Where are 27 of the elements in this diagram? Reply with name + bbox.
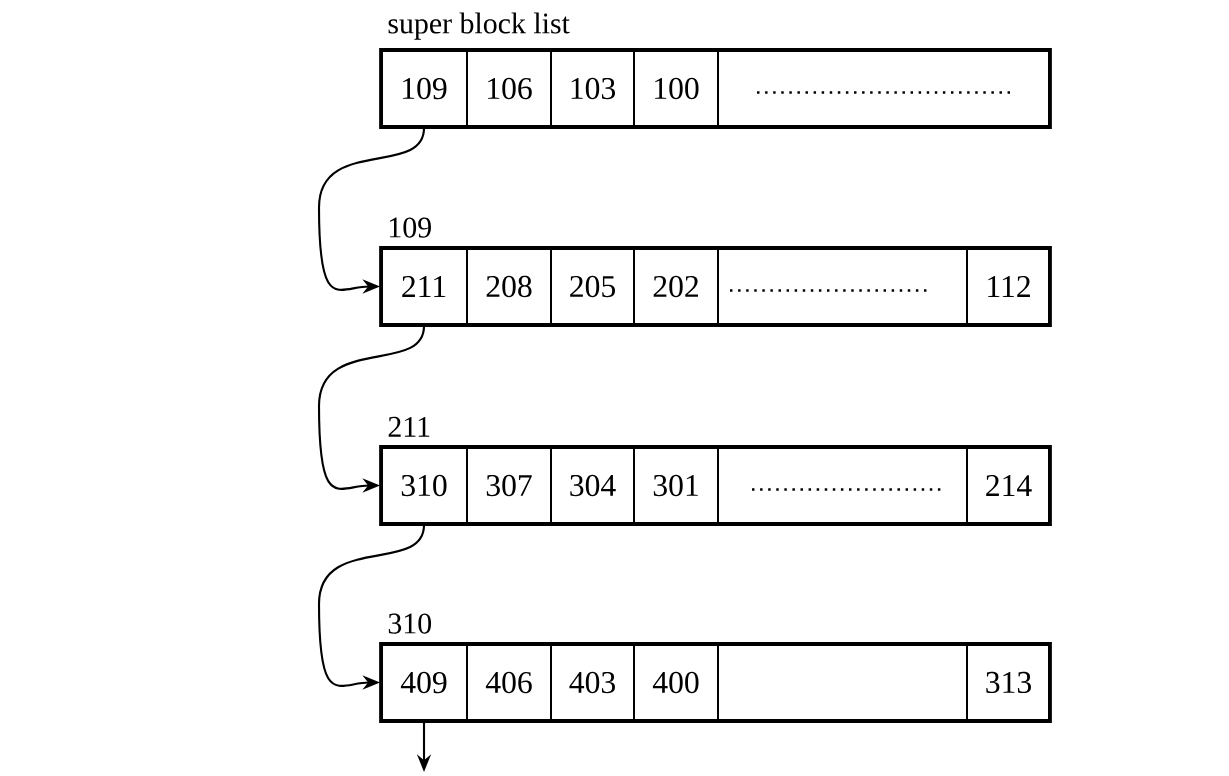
- block-cell: 100: [633, 49, 719, 128]
- block-cell: 202: [633, 247, 719, 326]
- node-label: 109: [389, 217, 431, 238]
- empty-cell: [717, 446, 968, 525]
- block-cell: 304: [550, 446, 635, 525]
- node-label: super block list: [388, 12, 570, 40]
- block-cell: 310: [380, 446, 468, 525]
- empty-cell: [717, 247, 968, 326]
- block-cell: 400: [633, 643, 719, 722]
- empty-cell: [717, 643, 968, 722]
- node-label: 310: [388, 613, 432, 634]
- block-cell: 211: [380, 247, 468, 326]
- empty-cell: [717, 49, 1051, 128]
- block-cell: 103: [550, 49, 635, 128]
- block-cell: 409: [380, 643, 468, 722]
- block-cell: 403: [550, 643, 635, 722]
- block-cell: 301: [633, 446, 719, 525]
- block-cell: 112: [966, 247, 1051, 326]
- block-cell: 214: [966, 446, 1051, 525]
- block-cell: 205: [550, 247, 635, 326]
- block-cell: 313: [966, 643, 1051, 722]
- block-cell: 208: [466, 247, 552, 326]
- block-cell: 406: [466, 643, 552, 722]
- block-cell: 109: [380, 49, 468, 128]
- block-cell: 106: [466, 49, 552, 128]
- block-cell: 307: [466, 446, 552, 525]
- node-label: 211: [388, 416, 430, 437]
